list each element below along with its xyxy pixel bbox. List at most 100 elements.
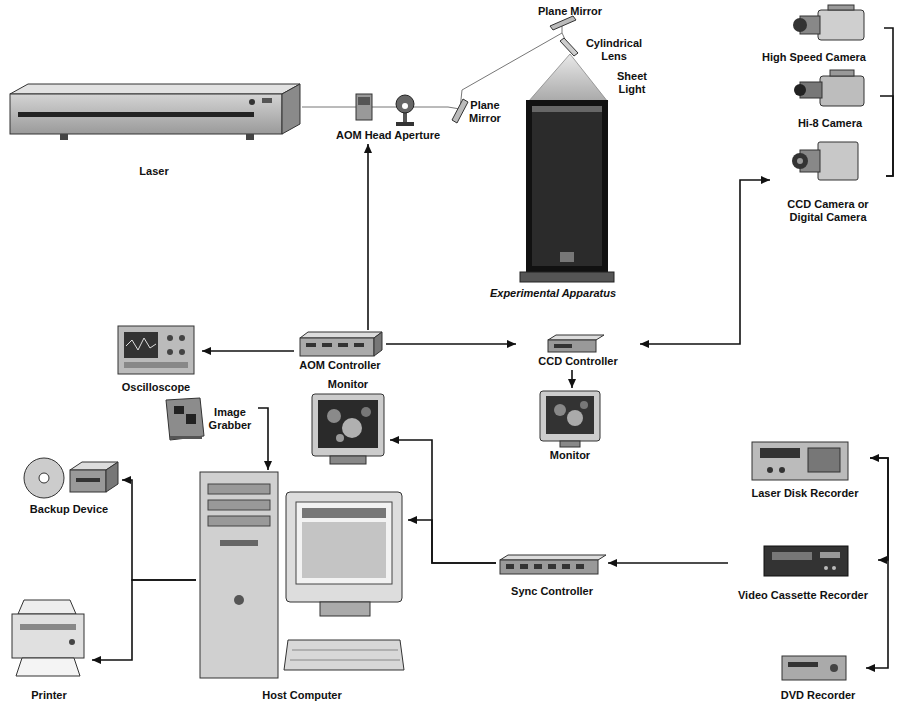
aperture-icon-part: [396, 122, 414, 126]
laser-icon-part: [10, 84, 300, 94]
aperture-icon-part: [402, 103, 408, 109]
signal-connector: [571, 370, 573, 388]
oscilloscope-icon-part: [118, 326, 194, 374]
oscilloscope-icon: [118, 326, 194, 374]
printer-icon-part: [12, 614, 84, 658]
laser-icon-part: [262, 98, 272, 103]
host-computer-icon-part: [302, 508, 386, 518]
device-box: Laser Disk Recorder: [740, 438, 870, 502]
laser-disk-recorder-icon: [752, 442, 848, 480]
signal-connector: [390, 440, 496, 563]
device-box: AOM Head Aperture: [332, 86, 444, 144]
crt-monitor-icon-part: [567, 410, 583, 426]
crt-monitor-icon-part: [361, 407, 371, 417]
image-grabber-card: [166, 398, 204, 440]
device-box: CCD Camera or Digital Camera: [770, 136, 886, 226]
device-label: Image Grabber: [204, 406, 256, 432]
crt-monitor-icon-part: [342, 418, 362, 438]
device-label: Host Computer: [262, 689, 341, 702]
device-label: Plane Mirror: [538, 5, 602, 18]
backup-device-icon-part: [76, 478, 100, 482]
device-label: CCD Controller: [538, 355, 617, 368]
hi8-camera-icon-part: [820, 76, 864, 106]
ccd-camera-icon-part: [818, 142, 858, 180]
host-computer-icon-part: [292, 650, 398, 651]
aom-head-icon-part: [358, 97, 370, 105]
aperture-icon-part: [396, 95, 414, 113]
oscilloscope-icon-part: [124, 362, 188, 368]
oscilloscope-icon-part: [167, 335, 173, 341]
host-computer-icon-part: [208, 500, 270, 510]
image-grabber-card-part: [166, 398, 204, 440]
device-label: Video Cassette Recorder: [738, 589, 868, 602]
signal-connector: [884, 28, 893, 176]
signal-connector: [870, 458, 888, 560]
hi8-camera-icon-part: [830, 70, 854, 76]
sync-controller-icon-part: [500, 560, 598, 574]
host-computer-icon: [200, 472, 404, 678]
crt-monitor-icon-part: [330, 456, 366, 464]
laser-disk-recorder-icon-part: [752, 442, 848, 480]
laser-disk-recorder-icon-part: [767, 467, 773, 473]
device-box: Printer: [6, 596, 92, 704]
aperture-icon: [396, 95, 414, 126]
device-label: DVD Recorder: [781, 689, 856, 702]
device-label: AOM Head Aperture: [336, 129, 440, 142]
signal-connector: [202, 350, 294, 352]
signal-connector: [367, 144, 369, 330]
crt-monitor-icon-part: [336, 434, 344, 442]
apparatus-box: Experimental Apparatus: [486, 66, 620, 302]
part-label-box: Plane Mirror: [448, 90, 508, 134]
host-computer-icon-part: [200, 472, 278, 678]
ccd-controller-icon-part: [548, 340, 596, 352]
plane-mirror-icon: [452, 99, 468, 123]
laser-disk-recorder-icon-part: [779, 467, 785, 473]
crt-monitor-icon-part: [554, 404, 566, 416]
host-computer-icon-part: [286, 492, 402, 602]
laser-beam-path: [444, 107, 448, 108]
backup-device-icon-part: [70, 470, 106, 492]
oscilloscope-icon-part: [179, 349, 185, 355]
laser-icon-part: [18, 112, 254, 117]
crt-monitor-icon: [540, 391, 600, 447]
aom-controller-icon: [300, 332, 382, 356]
device-box: Laser: [6, 80, 302, 180]
host-computer-icon-part: [290, 660, 400, 661]
aom-controller-icon-part: [300, 338, 374, 356]
device-label: Laser Disk Recorder: [752, 487, 859, 500]
sync-controller-icon-part: [534, 564, 542, 569]
laser-beam-path: [462, 33, 562, 90]
ccd-camera-icon: [792, 142, 858, 180]
plane-mirror-icon: [550, 16, 576, 30]
crt-monitor-icon-part: [318, 400, 378, 448]
signal-connector: [258, 408, 268, 470]
device-label: Hi-8 Camera: [798, 117, 862, 130]
part-label-box: Plane Mirror: [530, 3, 610, 33]
hi8-camera-icon-part: [794, 84, 806, 96]
signal-connector: [408, 520, 496, 563]
laser-beam-part: [332, 107, 444, 108]
sync-controller-icon-part: [548, 564, 556, 569]
dvd-recorder-icon-part: [782, 656, 846, 680]
printer-icon-part: [20, 624, 76, 630]
video-cassette-recorder-icon-part: [820, 552, 840, 558]
printer-icon-part: [16, 658, 80, 676]
image-grabber-card-part: [186, 414, 196, 424]
plane-mirror-icon-part: [550, 16, 576, 30]
plane-mirror-icon-part: [452, 99, 468, 123]
laser-disk-recorder-icon-part: [760, 448, 800, 458]
crt-monitor-icon-part: [580, 401, 588, 409]
experimental-apparatus-icon-part: [526, 100, 608, 272]
ccd-camera-icon-part: [792, 153, 808, 169]
experimental-apparatus-icon: [520, 54, 614, 282]
experimental-apparatus-icon-part: [560, 252, 574, 262]
host-computer-icon-part: [320, 602, 370, 616]
backup-device-icon-part: [24, 458, 64, 498]
device-box: Image Grabber: [160, 396, 258, 442]
ccd-controller-icon: [548, 335, 604, 352]
device-label: Monitor: [550, 449, 590, 462]
part-label: Sheet Light: [612, 70, 652, 96]
aom-controller-icon-part: [354, 343, 364, 347]
aom-head-icon-part: [356, 94, 372, 120]
host-computer-icon-part: [296, 502, 392, 584]
